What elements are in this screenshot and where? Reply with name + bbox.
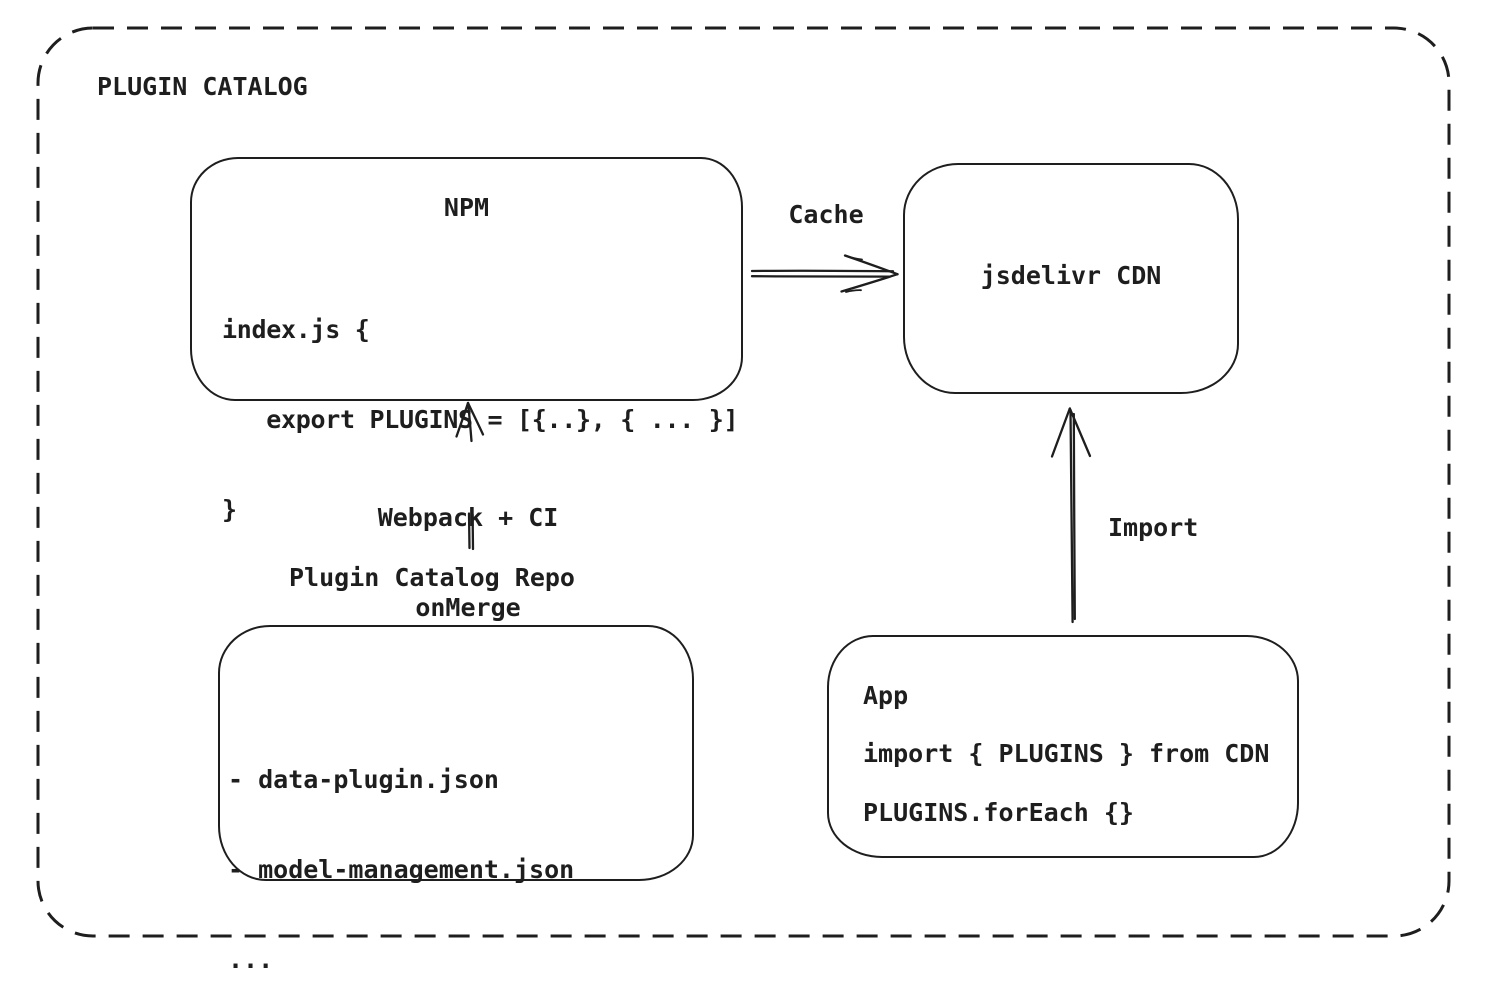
node-app: App import { PLUGINS } from CDN PLUGINS.… [827,635,1299,858]
npm-node-title: NPM [443,193,490,222]
cache-arrow [750,254,899,293]
repo-node-title: Plugin Catalog Repo [289,563,575,592]
app-code-line: PLUGINS.forEach {} [863,798,1134,827]
build-arrow [455,401,485,551]
node-npm: NPM index.js { export PLUGINS = [{..}, {… [190,157,743,524]
app-code-line: import { PLUGINS } from CDN [863,739,1270,768]
frame-title: PLUGIN CATALOG [97,72,308,101]
node-jsdelivr-cdn: jsdelivr CDN [903,163,1239,394]
repo-file-item: - data-plugin.json [228,765,499,794]
node-plugin-catalog-repo: - data-plugin.json - model-management.js… [218,625,694,974]
npm-code-line: } [222,495,237,524]
build-edge-label-line: onMerge [415,593,521,622]
repo-file-item: ... [228,945,274,974]
repo-file-list: - data-plugin.json - model-management.js… [228,705,574,1002]
dashed-frame-border [36,26,1451,938]
import-edge-label: Import [1108,513,1199,542]
npm-code-line: export PLUGINS = [{..}, { ... }] [222,405,739,434]
npm-code-line: index.js { [222,315,370,344]
import-arrow [1050,407,1092,624]
cdn-node-label: jsdelivr CDN [980,261,1162,290]
cache-edge-label: Cache [788,200,864,229]
repo-file-item: - model-management.json [228,855,575,884]
app-node-title: App [863,681,909,710]
npm-code-block: index.js { export PLUGINS = [{..}, { ...… [222,255,739,585]
build-edge-label: Webpack + CI onMerge [318,443,618,683]
build-edge-label-line: Webpack + CI [377,503,559,532]
